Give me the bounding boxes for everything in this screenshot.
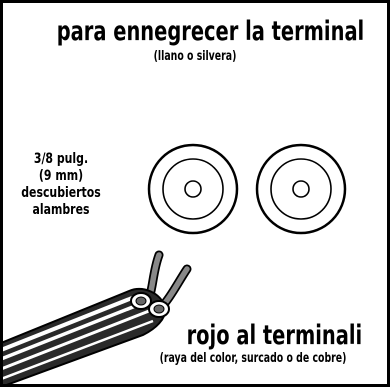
strip-length-label: 3/8 pulg. (9 mm) descubiertos alambres <box>19 151 103 219</box>
strip-label-line: descubiertos <box>21 185 101 201</box>
strip-label-line: alambres <box>32 202 90 218</box>
red-terminal-heading: rojo al terminali <box>186 320 363 351</box>
speaker-cable <box>3 250 192 384</box>
red-terminal <box>255 143 347 235</box>
black-terminal-subheading: (llano o silvera) <box>153 49 237 64</box>
black-terminal <box>147 143 239 235</box>
red-terminal-subheading: (raya del color, surcado o de cobre) <box>159 351 347 366</box>
strip-label-line: (9 mm) <box>38 168 84 184</box>
diagram-artwork <box>3 143 347 384</box>
strip-label-line: 3/8 pulg. <box>33 151 89 167</box>
black-terminal-heading: para ennegrecer la terminal <box>56 16 365 47</box>
